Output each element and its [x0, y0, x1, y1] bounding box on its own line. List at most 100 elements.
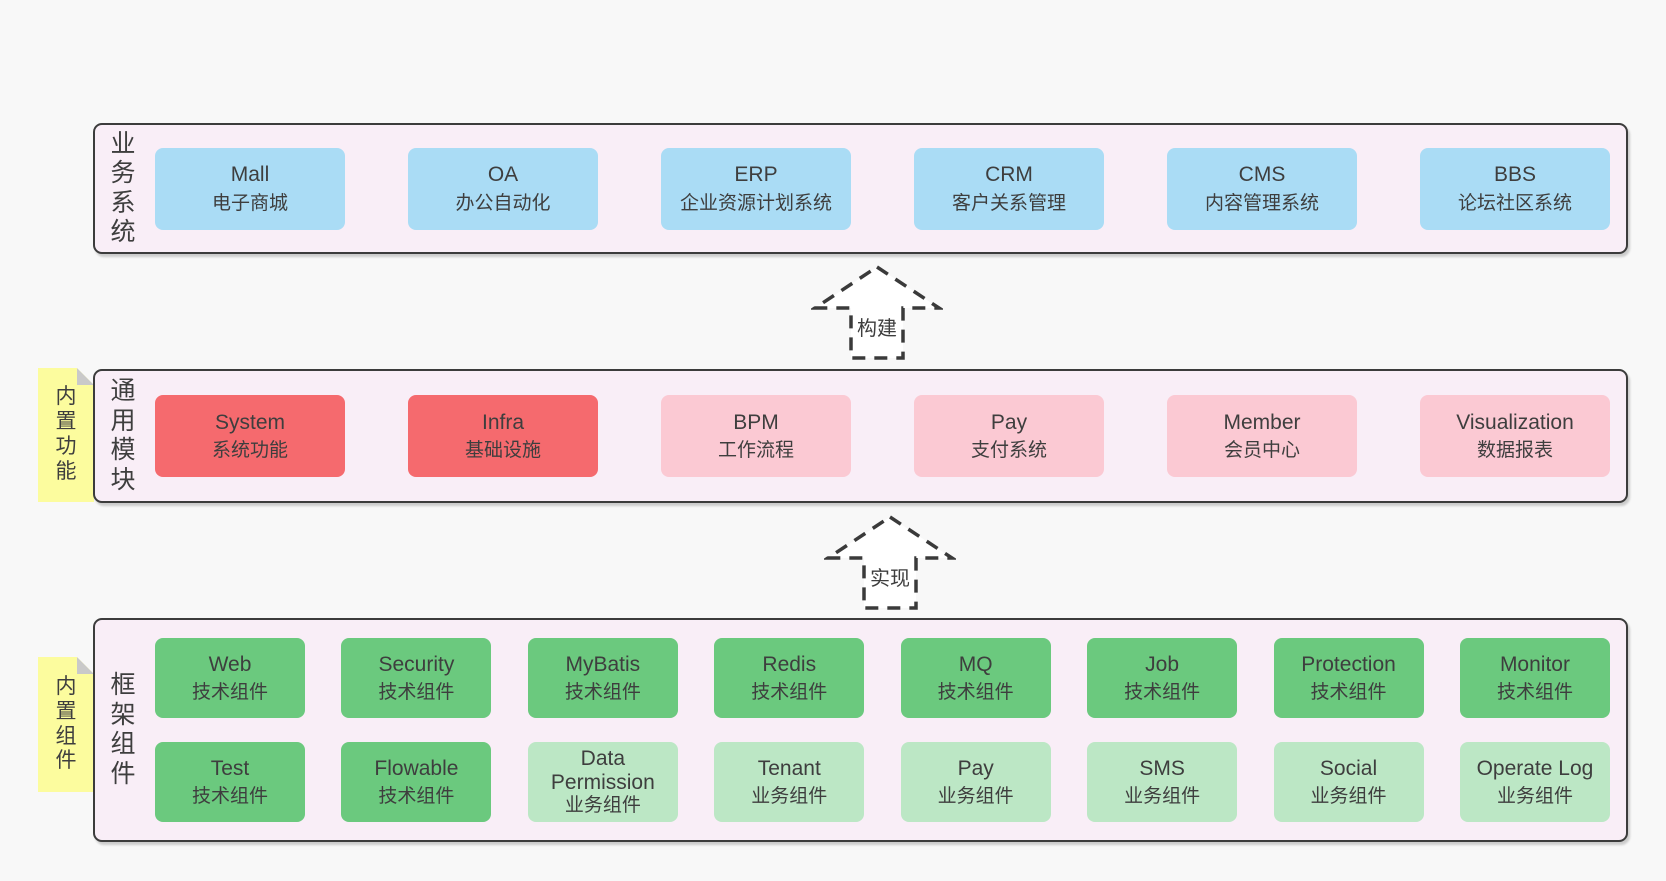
layer-business-systems: 业务系统 Mall 电子商城 OA 办公自动化 ERP 企业资源计划系统 CRM… [93, 123, 1628, 254]
box-infra-subtitle: 基础设施 [464, 440, 541, 462]
box-data-permission-subtitle: 业务组件 [564, 795, 641, 817]
box-member-title: Member [1223, 410, 1301, 434]
box-oa-subtitle: 办公自动化 [455, 192, 551, 214]
box-security: Security 技术组件 [341, 638, 492, 718]
box-sms-title: SMS [1139, 756, 1185, 780]
box-member-subtitle: 会员中心 [1223, 440, 1300, 462]
arrow-build-label: 构建 [854, 312, 900, 341]
box-cms-subtitle: 内容管理系统 [1204, 192, 1319, 214]
box-system: System 系统功能 [155, 395, 345, 477]
box-security-title: Security [378, 652, 455, 676]
box-mall-subtitle: 电子商城 [211, 192, 288, 214]
layer-label-framework-components-text: 框架组件 [110, 671, 136, 788]
box-tenant-title: Tenant [757, 756, 821, 780]
box-web: Web 技术组件 [155, 638, 305, 718]
box-test-title: Test [210, 756, 250, 780]
box-bpm-subtitle: 工作流程 [717, 440, 794, 462]
arrow-build: 构建 [811, 262, 943, 362]
box-infra: Infra 基础设施 [408, 395, 598, 477]
box-monitor: Monitor 技术组件 [1459, 638, 1610, 718]
box-pay-component: Pay 业务组件 [900, 742, 1051, 822]
box-crm: CRM 客户关系管理 [914, 147, 1104, 230]
common-modules-row: System 系统功能 Infra 基础设施 BPM 工作流程 Pay 支付系统… [151, 371, 1626, 501]
layer-label-business-systems-text: 业务系统 [110, 129, 136, 247]
box-protection-title: Protection [1301, 652, 1396, 676]
box-mybatis: MyBatis 技术组件 [527, 638, 678, 718]
box-operate-log-title: Operate Log [1476, 756, 1594, 780]
box-mq: MQ 技术组件 [900, 638, 1051, 718]
arrow-implement-label: 实现 [867, 562, 913, 591]
box-sms: SMS 业务组件 [1087, 742, 1238, 822]
box-data-permission: Data Permission 业务组件 [527, 742, 678, 822]
box-erp-subtitle: 企业资源计划系统 [679, 192, 832, 214]
layer-label-common-modules-text: 通用模块 [110, 377, 136, 494]
framework-components-grid: Web 技术组件 Security 技术组件 MyBatis 技术组件 Redi… [151, 620, 1626, 840]
box-monitor-subtitle: 技术组件 [1496, 682, 1573, 704]
box-erp-title: ERP [734, 163, 778, 187]
box-operate-log-subtitle: 业务组件 [1496, 786, 1573, 808]
box-infra-title: Infra [481, 410, 525, 434]
layer-label-framework-components: 框架组件 [95, 620, 151, 840]
box-monitor-title: Monitor [1499, 652, 1570, 676]
box-sms-subtitle: 业务组件 [1124, 786, 1201, 808]
sticky-built-in-components: 内置组件 [38, 657, 94, 792]
box-job: Job 技术组件 [1087, 638, 1238, 718]
box-pay-component-subtitle: 业务组件 [937, 786, 1014, 808]
box-cms-title: CMS [1238, 163, 1286, 187]
box-flowable-subtitle: 技术组件 [378, 786, 455, 808]
box-tenant-subtitle: 业务组件 [751, 786, 828, 808]
box-web-title: Web [208, 652, 252, 676]
box-mall: Mall 电子商城 [155, 147, 345, 230]
box-flowable: Flowable 技术组件 [341, 742, 492, 822]
box-oa-title: OA [487, 163, 519, 187]
box-visualization-subtitle: 数据报表 [1476, 440, 1553, 462]
layer-label-common-modules: 通用模块 [95, 371, 151, 501]
box-pay-component-title: Pay [957, 756, 994, 780]
box-visualization: Visualization 数据报表 [1420, 395, 1610, 477]
box-bbs-subtitle: 论坛社区系统 [1457, 192, 1572, 214]
box-job-title: Job [1145, 652, 1180, 676]
sticky-built-in-features-label: 内置功能 [55, 385, 77, 483]
box-social: Social 业务组件 [1273, 742, 1424, 822]
box-bbs: BBS 论坛社区系统 [1420, 147, 1610, 230]
box-operate-log: Operate Log 业务组件 [1459, 742, 1610, 822]
box-pay-subtitle: 支付系统 [970, 440, 1047, 462]
box-social-title: Social [1319, 756, 1378, 780]
box-social-subtitle: 业务组件 [1310, 786, 1387, 808]
box-redis: Redis 技术组件 [714, 638, 865, 718]
box-pay-title: Pay [990, 410, 1028, 434]
framework-components-row-1: Web 技术组件 Security 技术组件 MyBatis 技术组件 Redi… [155, 638, 1610, 718]
box-mybatis-title: MyBatis [565, 652, 641, 676]
box-oa: OA 办公自动化 [408, 147, 598, 230]
box-protection-subtitle: 技术组件 [1310, 682, 1387, 704]
box-bbs-title: BBS [1493, 163, 1537, 187]
box-pay: Pay 支付系统 [914, 395, 1104, 477]
box-security-subtitle: 技术组件 [378, 682, 455, 704]
business-systems-row: Mall 电子商城 OA 办公自动化 ERP 企业资源计划系统 CRM 客户关系… [151, 125, 1626, 252]
arrow-implement: 实现 [824, 512, 956, 612]
box-cms: CMS 内容管理系统 [1167, 147, 1357, 230]
box-visualization-title: Visualization [1456, 410, 1574, 434]
layer-framework-components: 框架组件 Web 技术组件 Security 技术组件 MyBatis 技术组件… [93, 618, 1628, 842]
box-system-title: System [214, 410, 285, 434]
layer-label-business-systems: 业务系统 [95, 125, 151, 252]
box-redis-subtitle: 技术组件 [751, 682, 828, 704]
layer-common-modules: 通用模块 System 系统功能 Infra 基础设施 BPM 工作流程 Pay… [93, 369, 1628, 503]
box-erp: ERP 企业资源计划系统 [661, 147, 851, 230]
box-tenant: Tenant 业务组件 [714, 742, 865, 822]
box-data-permission-title: Data Permission [550, 746, 655, 794]
box-flowable-title: Flowable [374, 756, 459, 780]
box-mq-subtitle: 技术组件 [937, 682, 1014, 704]
box-crm-title: CRM [985, 163, 1033, 187]
box-mq-title: MQ [958, 652, 993, 676]
box-member: Member 会员中心 [1167, 395, 1357, 477]
box-web-subtitle: 技术组件 [191, 682, 268, 704]
box-mybatis-subtitle: 技术组件 [564, 682, 641, 704]
box-redis-title: Redis [762, 652, 817, 676]
box-test: Test 技术组件 [155, 742, 305, 822]
box-bpm: BPM 工作流程 [661, 395, 851, 477]
box-bpm-title: BPM [733, 410, 779, 434]
framework-components-row-2: Test 技术组件 Flowable 技术组件 Data Permission … [155, 742, 1610, 822]
box-test-subtitle: 技术组件 [191, 786, 268, 808]
box-job-subtitle: 技术组件 [1124, 682, 1201, 704]
